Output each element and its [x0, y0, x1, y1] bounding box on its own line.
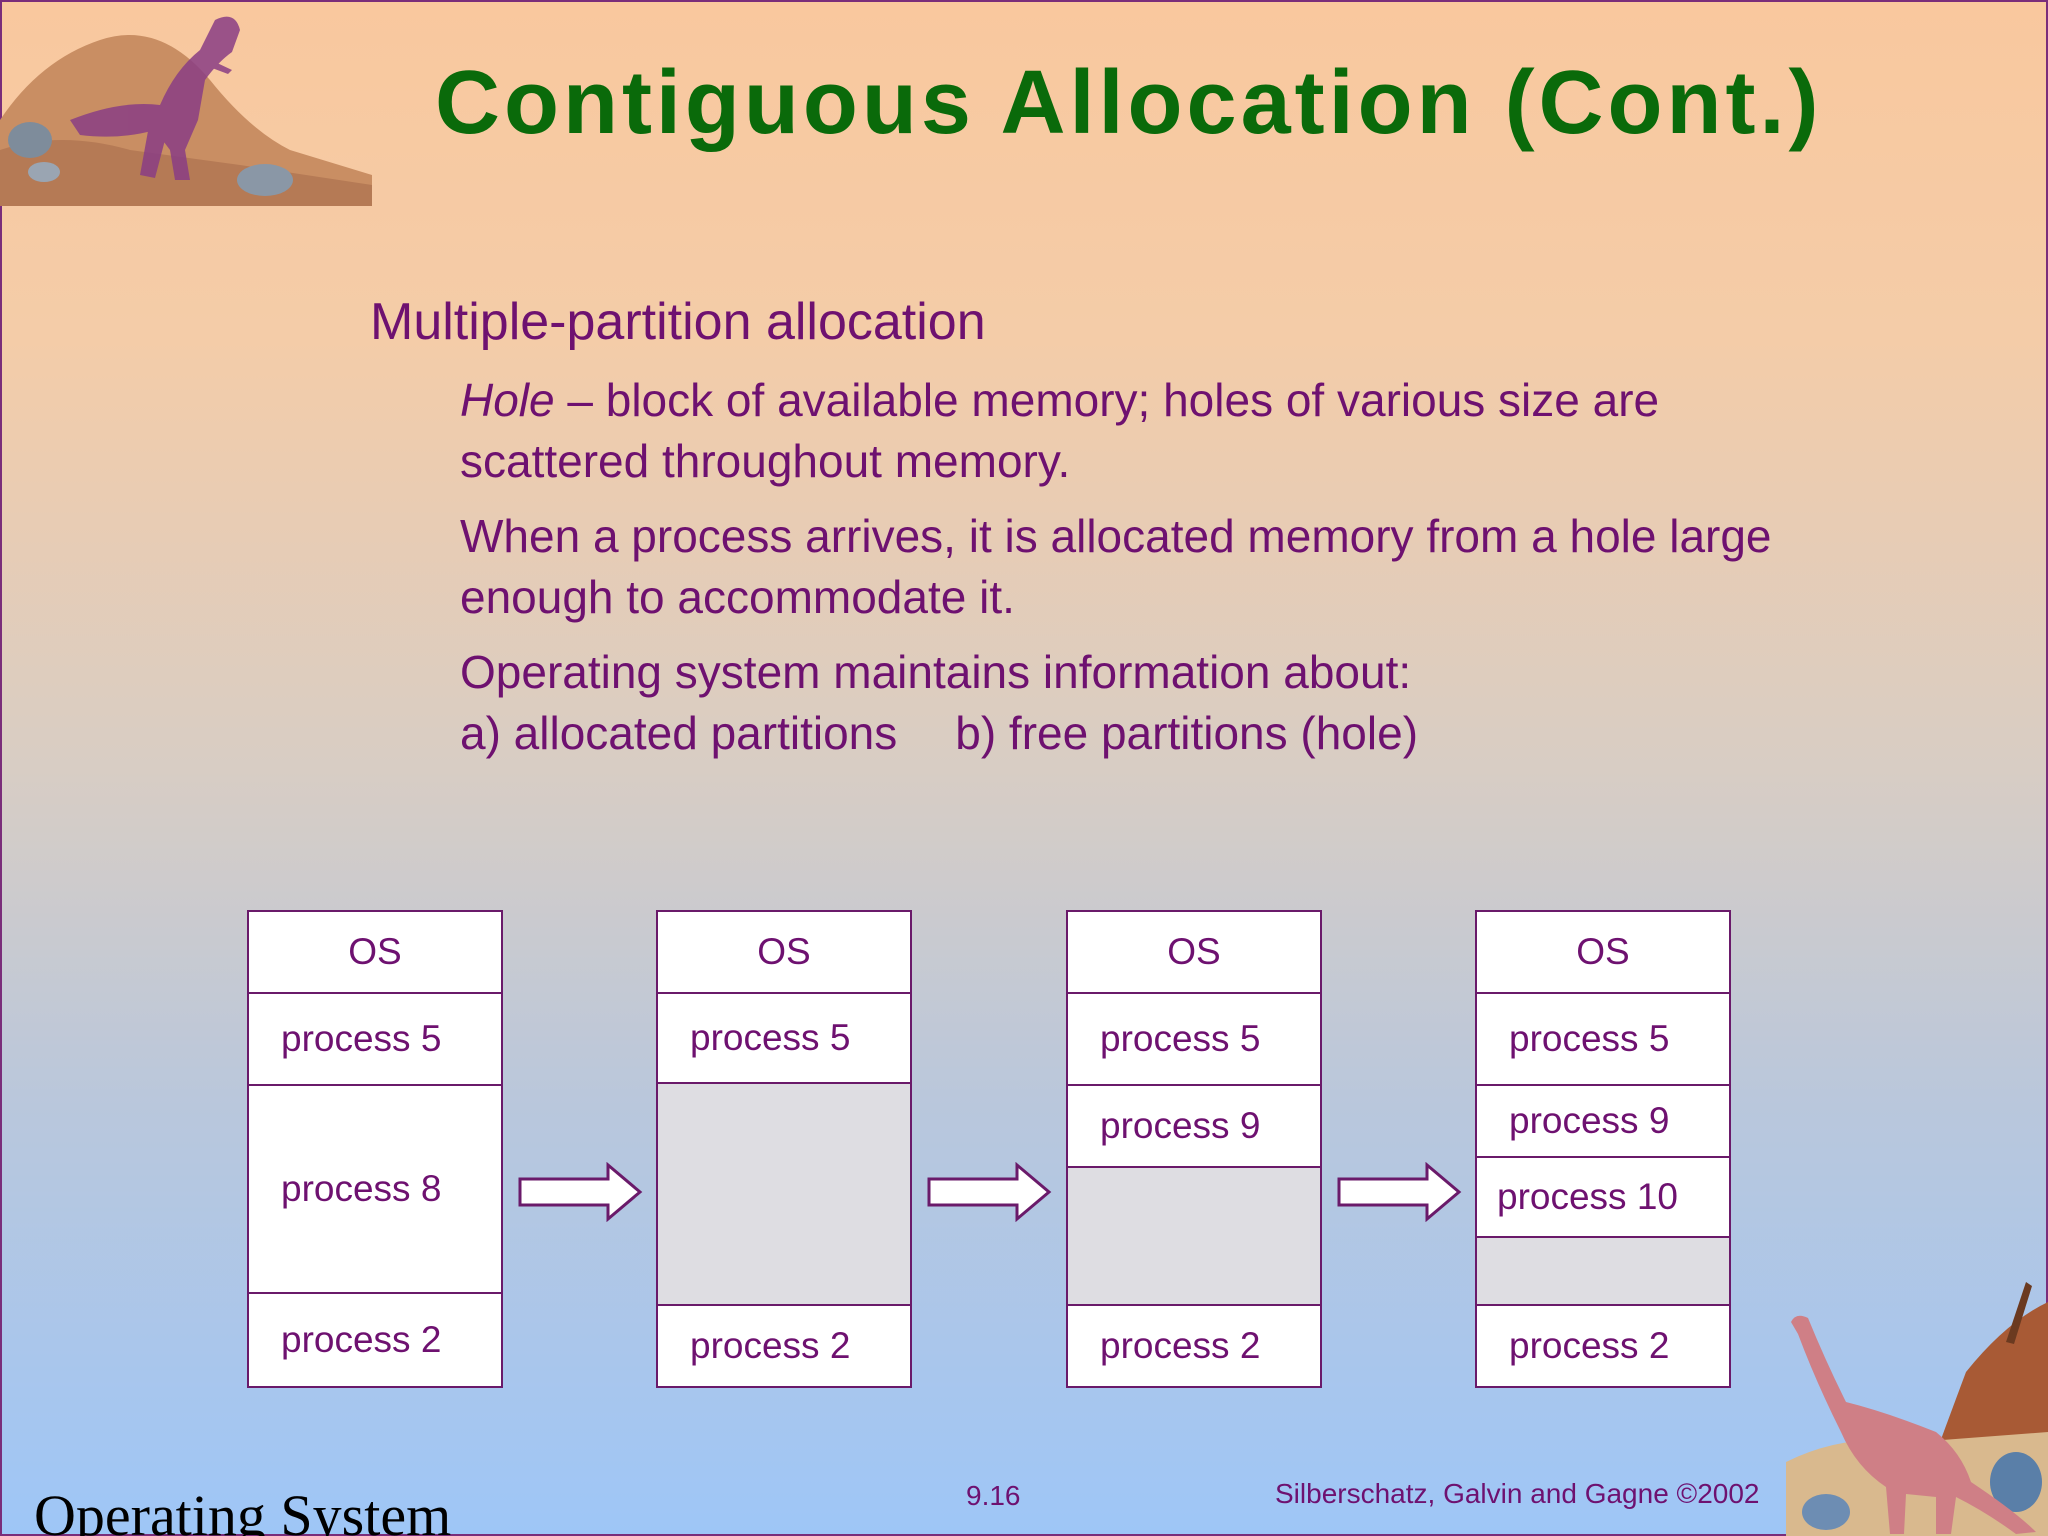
process-8-partition: process 8: [249, 1086, 501, 1294]
hole-partition: [658, 1084, 910, 1306]
memory-map-3: OS process 5 process 9 process 2: [1066, 910, 1322, 1388]
process-10-partition: process 10: [1477, 1158, 1729, 1238]
process-5-partition: process 5: [1068, 994, 1320, 1086]
slide-title: Contiguous Allocation (Cont.): [435, 53, 1823, 153]
memory-map-2: OS process 5 process 2: [656, 910, 912, 1388]
right-arrow-icon: [518, 1162, 643, 1222]
memory-map-4: OS process 5 process 9 process 10 proces…: [1475, 910, 1731, 1388]
os-partition: OS: [1477, 912, 1729, 994]
process-5-partition: process 5: [658, 994, 910, 1084]
copyright: Silberschatz, Galvin and Gagne ©2002: [1275, 1478, 1760, 1509]
process-2-partition: process 2: [1509, 1325, 1670, 1366]
process-2-partition: process 2: [1100, 1325, 1261, 1366]
os-partition: OS: [658, 912, 910, 994]
process-9-partition: process 9: [1068, 1086, 1320, 1168]
os-info-text: Operating system maintains information a…: [460, 646, 1412, 698]
section-heading: Multiple-partition allocation: [370, 293, 986, 351]
memory-map-1: OS process 5 process 8 process 2: [247, 910, 503, 1388]
process-5-partition: process 5: [249, 994, 501, 1086]
os-partition: OS: [1068, 912, 1320, 994]
item-allocated: a) allocated partitions: [460, 707, 898, 759]
process-5-partition: process 5: [1477, 994, 1729, 1086]
process-2-partition: process 2: [281, 1319, 442, 1360]
hole-definition: – block of available memory; holes of va…: [460, 374, 1660, 487]
process-2-partition: process 2: [690, 1325, 851, 1366]
bullet-process-arrival: When a process arrives, it is allocated …: [460, 510, 1772, 623]
item-free: b) free partitions (hole): [955, 707, 1419, 759]
os-partition: OS: [249, 912, 501, 994]
page-number: 9.16: [966, 1480, 1021, 1511]
brontosaurus-illustration: [1786, 1282, 2048, 1536]
bullet-os-info: Operating system maintains information a…: [460, 642, 1860, 764]
hole-partition: [1068, 1168, 1320, 1306]
process-9-partition: process 9: [1477, 1086, 1729, 1158]
t-rex-illustration: [0, 16, 372, 206]
right-arrow-icon: [927, 1162, 1052, 1222]
book-title: Operating System: [34, 1483, 452, 1536]
bullet-hole: Hole – block of available memory; holes …: [460, 370, 1860, 492]
right-arrow-icon: [1337, 1162, 1462, 1222]
hole-term: Hole: [460, 374, 555, 426]
hole-partition: [1477, 1238, 1729, 1306]
